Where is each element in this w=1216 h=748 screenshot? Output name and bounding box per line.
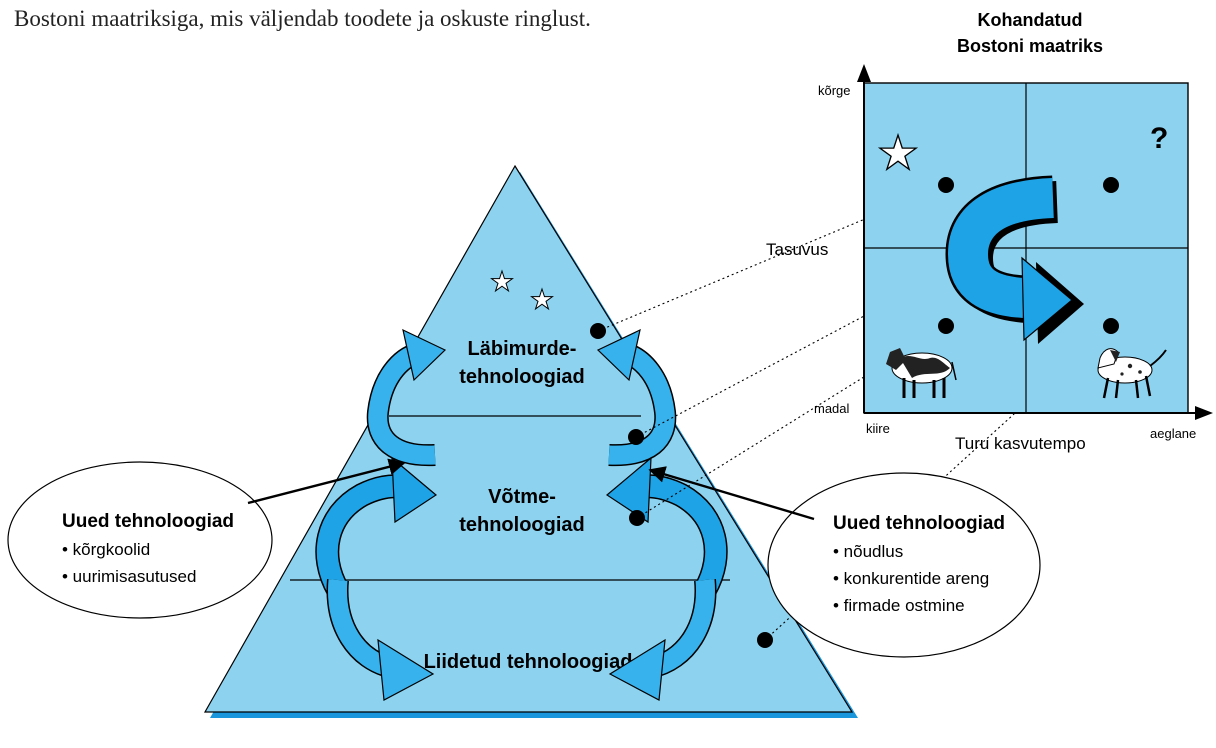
- matrix-y-high-label: kõrge: [818, 83, 851, 98]
- right-new-tech-box: Uued tehnoloogiad • nõudlus • konkurenti…: [767, 472, 1041, 658]
- question-mark: ?: [1150, 122, 1168, 155]
- upper-right-curved-arrow: [596, 328, 677, 467]
- cow-icon: [886, 348, 957, 398]
- left-box-title: Uued tehnoloogiad: [62, 511, 234, 532]
- pyramid-body: [203, 164, 854, 713]
- pyramid-top-label-1: Läbimurde-: [468, 338, 577, 360]
- left-box-item-2: • uurimisasutused: [62, 567, 196, 586]
- star-icon: [490, 269, 514, 293]
- dotted-connectors: [597, 184, 1112, 641]
- matrix-title-2: Bostoni maatriks: [957, 36, 1103, 56]
- pyramid-bottom-label: Liidetud tehnoloogiad: [424, 651, 633, 673]
- right-box-item-2: • konkurentide areng: [833, 569, 989, 588]
- x-axis-arrowhead: [1195, 406, 1213, 420]
- caption-text: Bostoni maatriksiga, mis väljendab toode…: [14, 6, 591, 31]
- left-box-item-1: • kõrgkoolid: [62, 540, 150, 559]
- right-box-item-3: • firmade ostmine: [833, 596, 965, 615]
- lower-left-curved-arrow: [326, 579, 435, 701]
- right-box-title: Uued tehnoloogiad: [833, 513, 1005, 534]
- right-box-item-1: • nõudlus: [833, 542, 903, 561]
- lower-right-curved-arrow: [608, 579, 717, 701]
- dog-icon: [1097, 348, 1167, 399]
- left-input-arrow: [247, 458, 406, 505]
- upper-left-curved-arrow: [366, 328, 447, 467]
- matrix-y-low-label: madal: [814, 401, 850, 416]
- pyramid-middle-label-1: Võtme-: [488, 486, 556, 508]
- matrix-y-axis-label: Tasuvus: [766, 240, 828, 259]
- matrix-x-axis-label: Turu kasvutempo: [955, 434, 1086, 453]
- star-icon: [877, 132, 919, 172]
- matrix-cycle-arrow: [945, 175, 1084, 344]
- matrix-dot-star: [938, 177, 954, 193]
- right-input-arrow: [648, 466, 815, 521]
- y-axis-arrowhead: [857, 64, 871, 82]
- pyramid-top-label-2: tehnoloogiad: [459, 366, 585, 388]
- matrix-x-right-label: aeglane: [1150, 426, 1196, 441]
- matrix-title-1: Kohandatud: [978, 10, 1083, 30]
- matrix-dot-cow: [938, 318, 954, 334]
- star-icon: [530, 287, 554, 311]
- pyramid-middle-label-2: tehnoloogiad: [459, 514, 585, 536]
- matrix-x-left-label: kiire: [866, 421, 890, 436]
- matrix-dot-question: [1103, 177, 1119, 193]
- middle-right-curved-arrow: [605, 456, 728, 596]
- left-new-tech-box: Uued tehnoloogiad • kõrgkoolid • uurimis…: [7, 461, 273, 619]
- matrix-dot-dog: [1103, 318, 1119, 334]
